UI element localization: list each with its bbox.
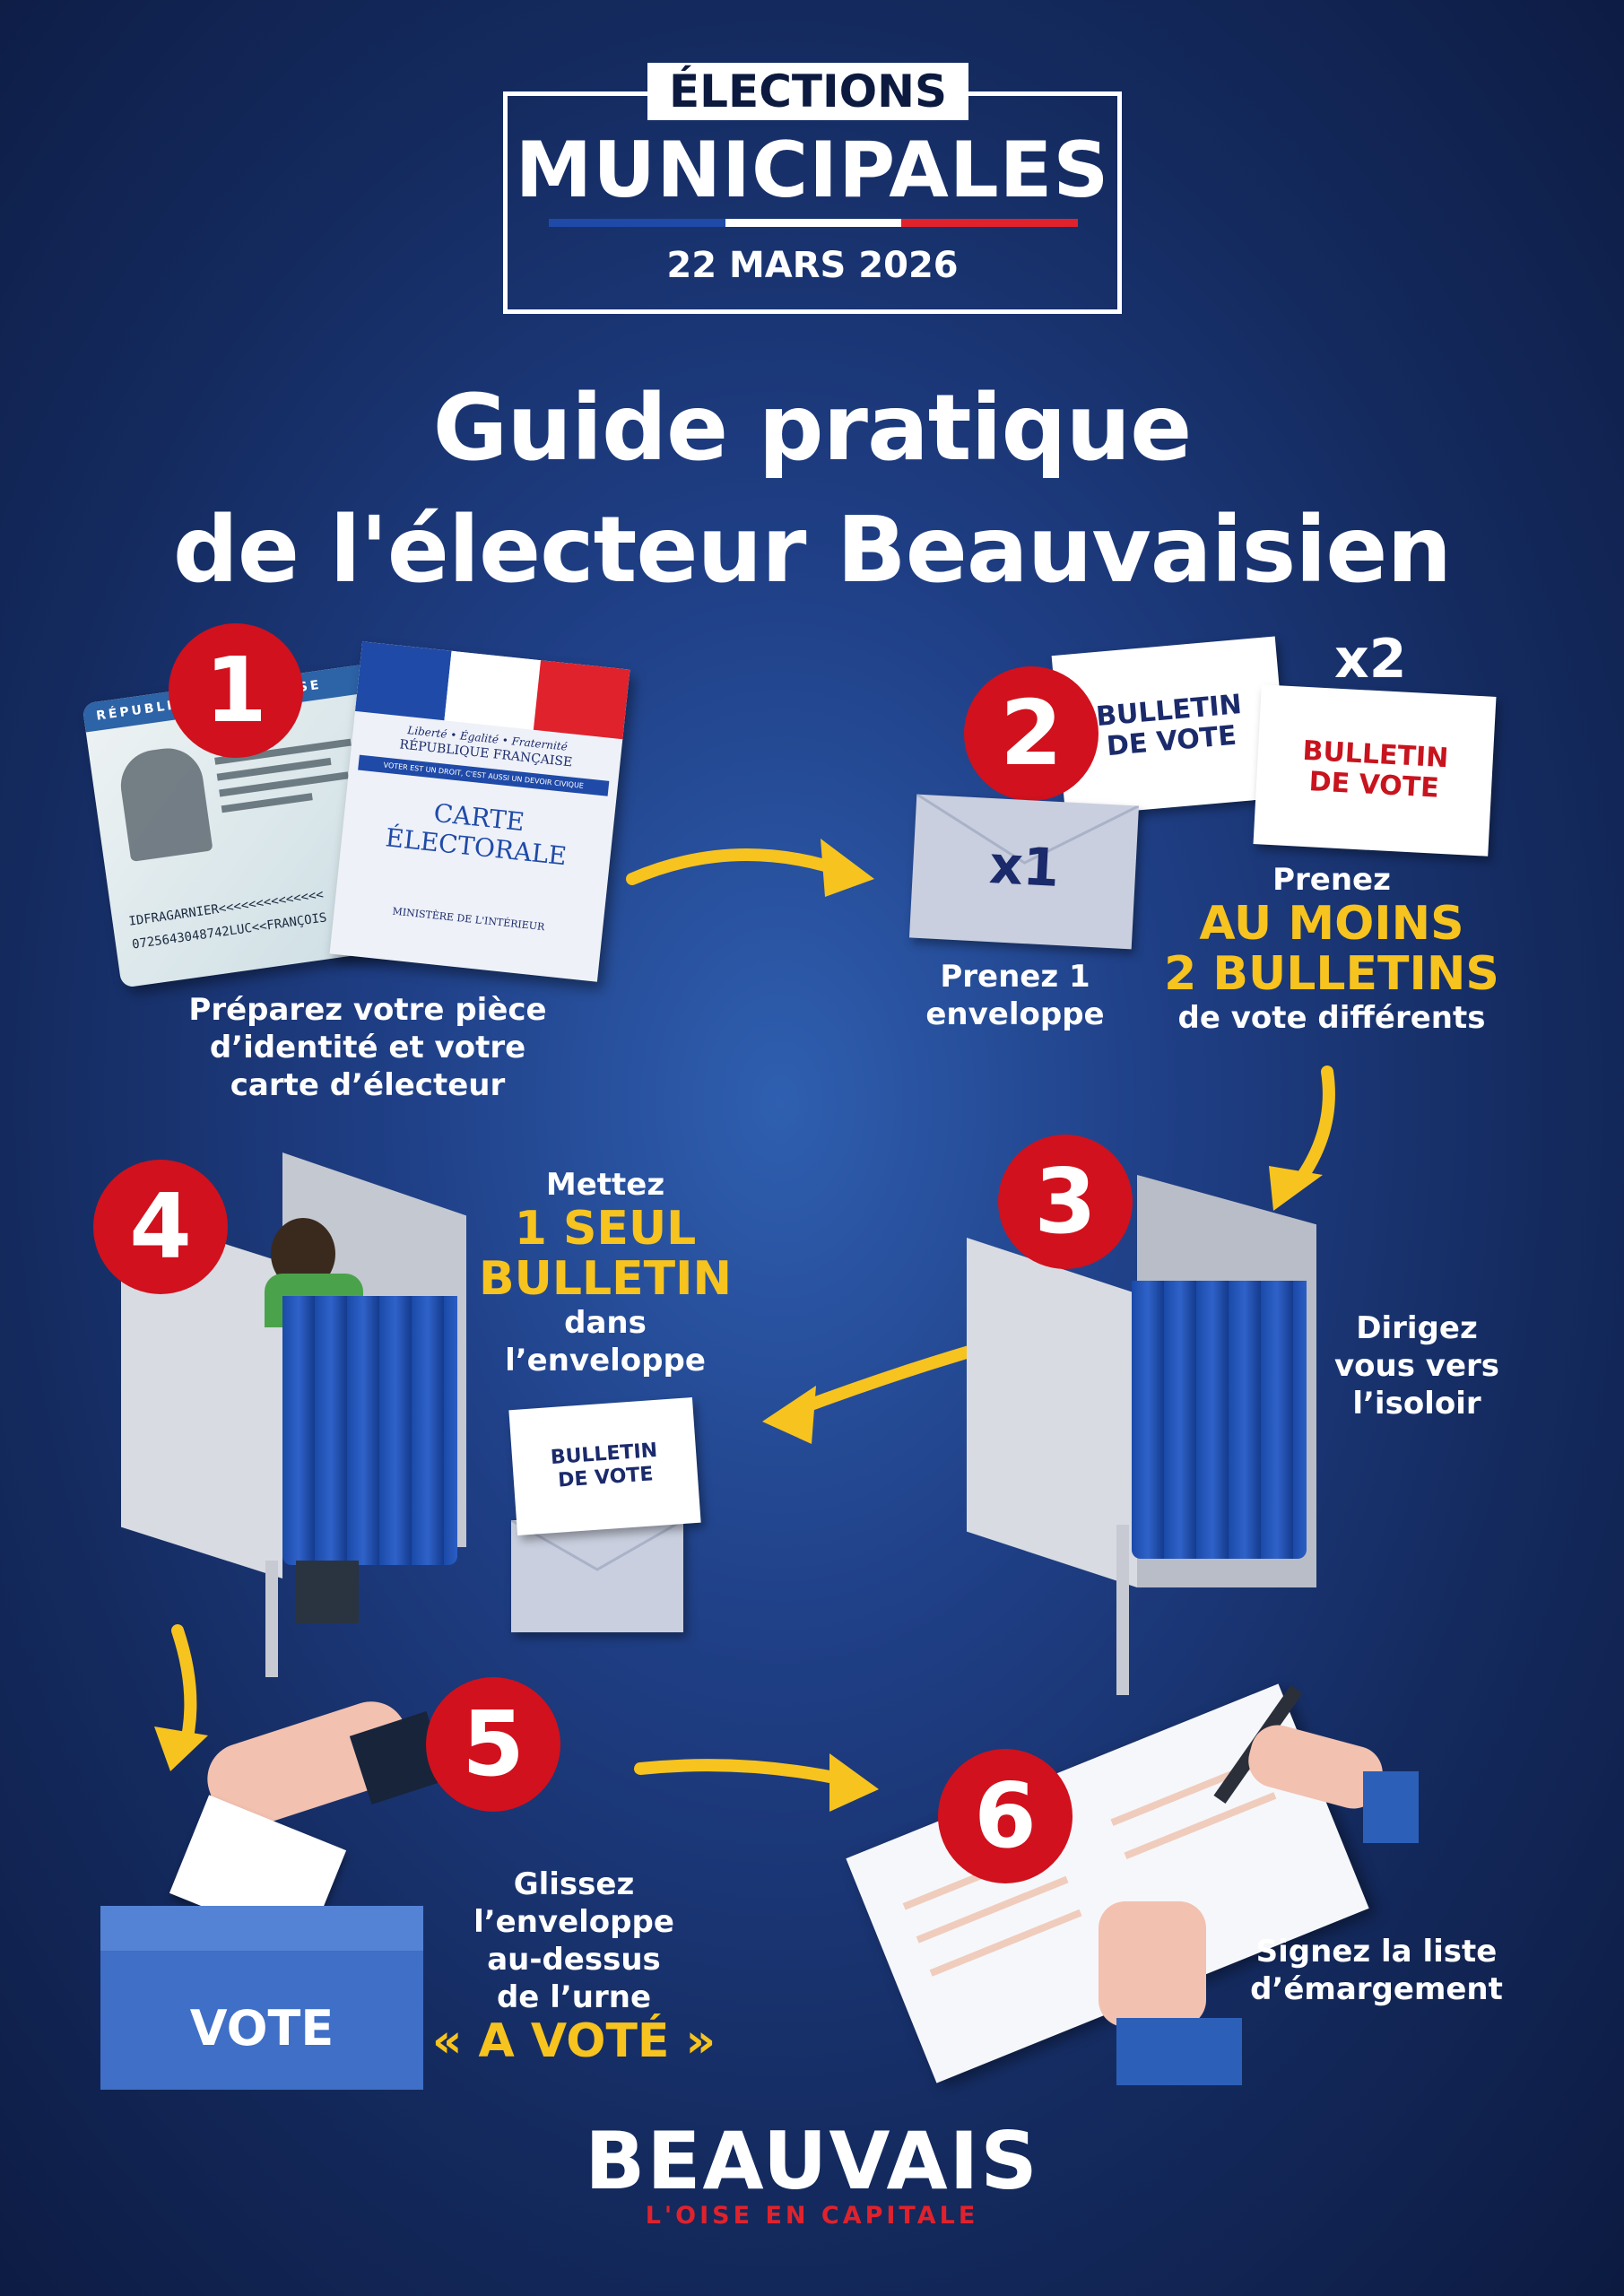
- ballot-card-2: BULLETIN DE VOTE: [1253, 684, 1497, 857]
- envelope-x1-label: x1: [987, 834, 1061, 899]
- booth-3-curtain: [1132, 1281, 1307, 1559]
- arrow-2-to-3-icon: [1292, 1065, 1335, 1188]
- page-title: Guide pratique de l'électeur Beauvaisien: [0, 368, 1624, 612]
- title-line-2: de l'électeur Beauvaisien: [172, 497, 1452, 604]
- voter-legs-icon: [296, 1561, 359, 1623]
- step-5-number: 5: [426, 1677, 560, 1812]
- beauvais-logo: BEAUVAIS: [585, 2115, 1039, 2207]
- step-4-number: 4: [93, 1160, 228, 1294]
- header-date: 22 MARS 2026: [666, 245, 959, 286]
- id-card-photo: [116, 744, 213, 862]
- arrow-1-to-2-icon: [626, 848, 831, 885]
- voter-card: Liberté • Égalité • Fraternité RÉPUBLIQU…: [329, 641, 630, 982]
- tricolor-stripe: [549, 219, 1079, 227]
- step-2-number: 2: [964, 666, 1099, 801]
- logo-tagline: L'OISE EN CAPITALE: [645, 2202, 979, 2230]
- step-4-ballot: BULLETIN DE VOTE: [508, 1397, 701, 1535]
- arrow-3-to-4-icon: [783, 1339, 997, 1419]
- signing-sleeve-icon: [1363, 1771, 1419, 1843]
- step-3-caption: Dirigez vous vers l’isoloir: [1333, 1310, 1500, 1422]
- header-elections: ÉLECTIONS: [647, 63, 968, 120]
- step-2-envelope-caption: Prenez 1 enveloppe: [925, 959, 1105, 1032]
- ballot-box: [100, 1951, 423, 2090]
- ballot-box-lid: [100, 1906, 423, 1952]
- step-6-caption: Signez la liste d’émargement: [1250, 1934, 1503, 2007]
- step-3-number: 3: [998, 1135, 1133, 1269]
- step-2-ballots-caption: Prenez AU MOINS 2 BULLETINS de vote diff…: [1164, 862, 1499, 1036]
- step-4-caption: Mettez 1 SEUL BULLETIN dans l’enveloppe: [479, 1167, 732, 1378]
- voter-card-ministry: MINISTÈRE DE L'INTÉRIEUR: [391, 905, 545, 934]
- booth-3-left-panel: [967, 1238, 1137, 1587]
- booth-4-curtain: [282, 1296, 457, 1565]
- holding-hand-icon: [1099, 1901, 1206, 2027]
- title-line-1: Guide pratique: [432, 375, 1193, 482]
- holding-sleeve-icon: [1116, 2018, 1242, 2085]
- booth-3-leg: [1116, 1525, 1129, 1695]
- step-1-number: 1: [169, 623, 303, 758]
- ballot-box-label: VOTE: [189, 2000, 334, 2057]
- booth-4-leg: [265, 1561, 278, 1677]
- step-1-caption: Préparez votre pièce d’identité et votre…: [188, 992, 547, 1103]
- step-4-envelope: [511, 1520, 683, 1632]
- ballot-count-x2: x2: [1334, 628, 1407, 691]
- step-6-number: 6: [938, 1749, 1073, 1883]
- envelope-x1: x1: [908, 794, 1140, 950]
- step-5-caption: Glissez l’enveloppe au-dessus de l’urne …: [431, 1866, 716, 2068]
- arrow-5-to-6-icon: [634, 1759, 854, 1787]
- header-municipales: MUNICIPALES: [515, 126, 1110, 215]
